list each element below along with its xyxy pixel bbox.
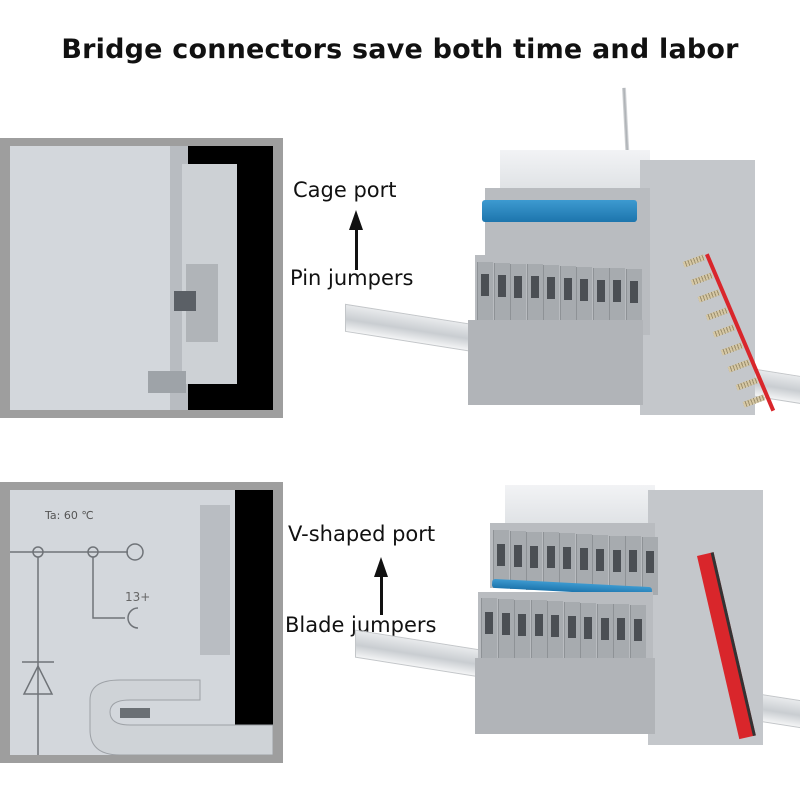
terminal-slot — [592, 534, 608, 593]
terminal-number-marking: 13+ — [125, 590, 151, 604]
terminal-slot — [510, 263, 526, 324]
terminal-slot — [526, 264, 543, 325]
terminal-opening — [563, 547, 571, 570]
terminal-opening — [613, 280, 621, 303]
terminal-opening — [534, 614, 543, 637]
v-shaped-port-label: V-shaped port — [288, 522, 436, 546]
pin-jumpers-label: Pin jumpers — [290, 266, 414, 290]
terminal-opening — [530, 545, 538, 568]
terminal-opening — [501, 612, 510, 635]
terminal-opening — [629, 550, 637, 573]
terminal-slot — [543, 265, 559, 326]
terminal-opening — [485, 612, 493, 634]
terminal-slot — [481, 598, 497, 658]
terminal-slot — [576, 266, 592, 327]
terminal-opening — [617, 618, 625, 641]
terminal-slot — [530, 600, 547, 661]
terminal-slot — [559, 266, 576, 326]
terminal-opening — [580, 278, 588, 301]
cage-port-closeup-photo — [0, 138, 283, 418]
terminal-slot — [493, 530, 509, 588]
page-title: Bridge connectors save both time and lab… — [61, 34, 739, 65]
terminal-slot — [580, 602, 596, 663]
terminal-slot — [526, 531, 542, 590]
cage-port-label: Cage port — [293, 178, 397, 202]
terminal-opening — [514, 275, 522, 298]
terminal-opening — [579, 548, 588, 570]
terminal-opening — [546, 546, 555, 569]
terminal-opening — [513, 544, 522, 567]
terminal-slot — [563, 602, 580, 662]
terminal-opening — [497, 274, 506, 297]
terminal-opening — [481, 274, 489, 296]
terminal-slot — [497, 598, 514, 659]
terminal-slot — [493, 262, 510, 323]
terminal-opening — [584, 616, 592, 639]
terminal-opening — [551, 615, 559, 638]
terminal-opening — [645, 551, 654, 574]
terminal-opening — [612, 549, 621, 572]
terminal-slot — [613, 604, 629, 665]
terminal-opening — [563, 278, 572, 300]
terminal-opening — [497, 544, 505, 566]
terminal-opening — [596, 279, 605, 302]
terminal-slot — [608, 535, 625, 594]
pin-jumper-bar — [482, 200, 637, 222]
terminal-opening — [518, 613, 526, 636]
terminal-slot — [477, 262, 493, 322]
terminal-opening — [547, 277, 555, 300]
terminal-slot — [629, 605, 646, 666]
terminal-slot — [514, 599, 530, 660]
terminal-slot — [609, 268, 625, 329]
v-shaped-port-closeup-photo: Ta: 60 ℃ 13+ — [0, 482, 283, 763]
terminal-opening — [629, 281, 638, 304]
circuit-diagram-marking — [10, 543, 273, 755]
terminal-slot — [542, 532, 559, 591]
terminal-slot — [641, 537, 658, 596]
terminal-slot — [592, 267, 609, 328]
temperature-marking: Ta: 60 ℃ — [45, 509, 94, 522]
terminal-opening — [567, 616, 576, 638]
terminal-slot — [625, 536, 641, 595]
terminal-opening — [633, 619, 642, 642]
terminal-opening — [530, 276, 539, 299]
terminal-opening — [596, 548, 604, 571]
terminal-slot — [575, 534, 592, 592]
terminal-slot — [509, 530, 526, 589]
terminal-slot — [625, 269, 642, 330]
terminal-slot — [596, 603, 613, 664]
terminal-opening — [600, 617, 609, 640]
terminal-slot — [559, 533, 575, 592]
terminal-slot — [547, 601, 563, 662]
